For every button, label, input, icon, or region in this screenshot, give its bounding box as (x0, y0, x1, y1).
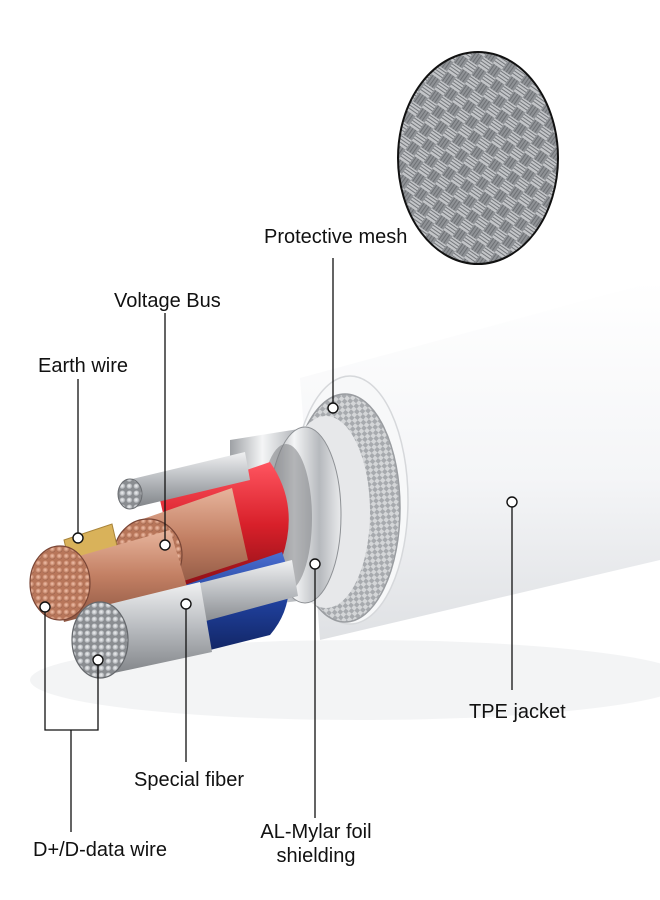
label-special-fiber: Special fiber (134, 769, 244, 791)
label-al-mylar-line1: AL-Mylar foil (260, 821, 371, 843)
cable-shadow (30, 640, 660, 720)
label-voltage-bus: Voltage Bus (114, 290, 221, 312)
d-minus-wire (71, 582, 212, 679)
dot-al-mylar (309, 558, 321, 570)
special-fiber-bundle (117, 452, 250, 510)
dot-data-wire-minus (92, 654, 104, 666)
dot-voltage-bus (159, 539, 171, 551)
label-protective-mesh: Protective mesh (264, 226, 407, 248)
label-al-mylar-line2: shielding (277, 845, 356, 867)
label-tpe-jacket: TPE jacket (469, 701, 566, 723)
marker-dots (39, 402, 518, 666)
mesh-zoom-circle (397, 51, 559, 265)
dot-earth-wire (72, 532, 84, 544)
labels: Protective mesh Voltage Bus Earth wire T… (33, 226, 566, 867)
dot-protective-mesh (327, 402, 339, 414)
dot-data-wire-plus (39, 601, 51, 613)
label-data-wire: D+/D-data wire (33, 839, 167, 861)
dot-tpe-jacket (506, 496, 518, 508)
dot-special-fiber (180, 598, 192, 610)
label-earth-wire: Earth wire (38, 355, 128, 377)
leader-lines (44, 258, 513, 832)
